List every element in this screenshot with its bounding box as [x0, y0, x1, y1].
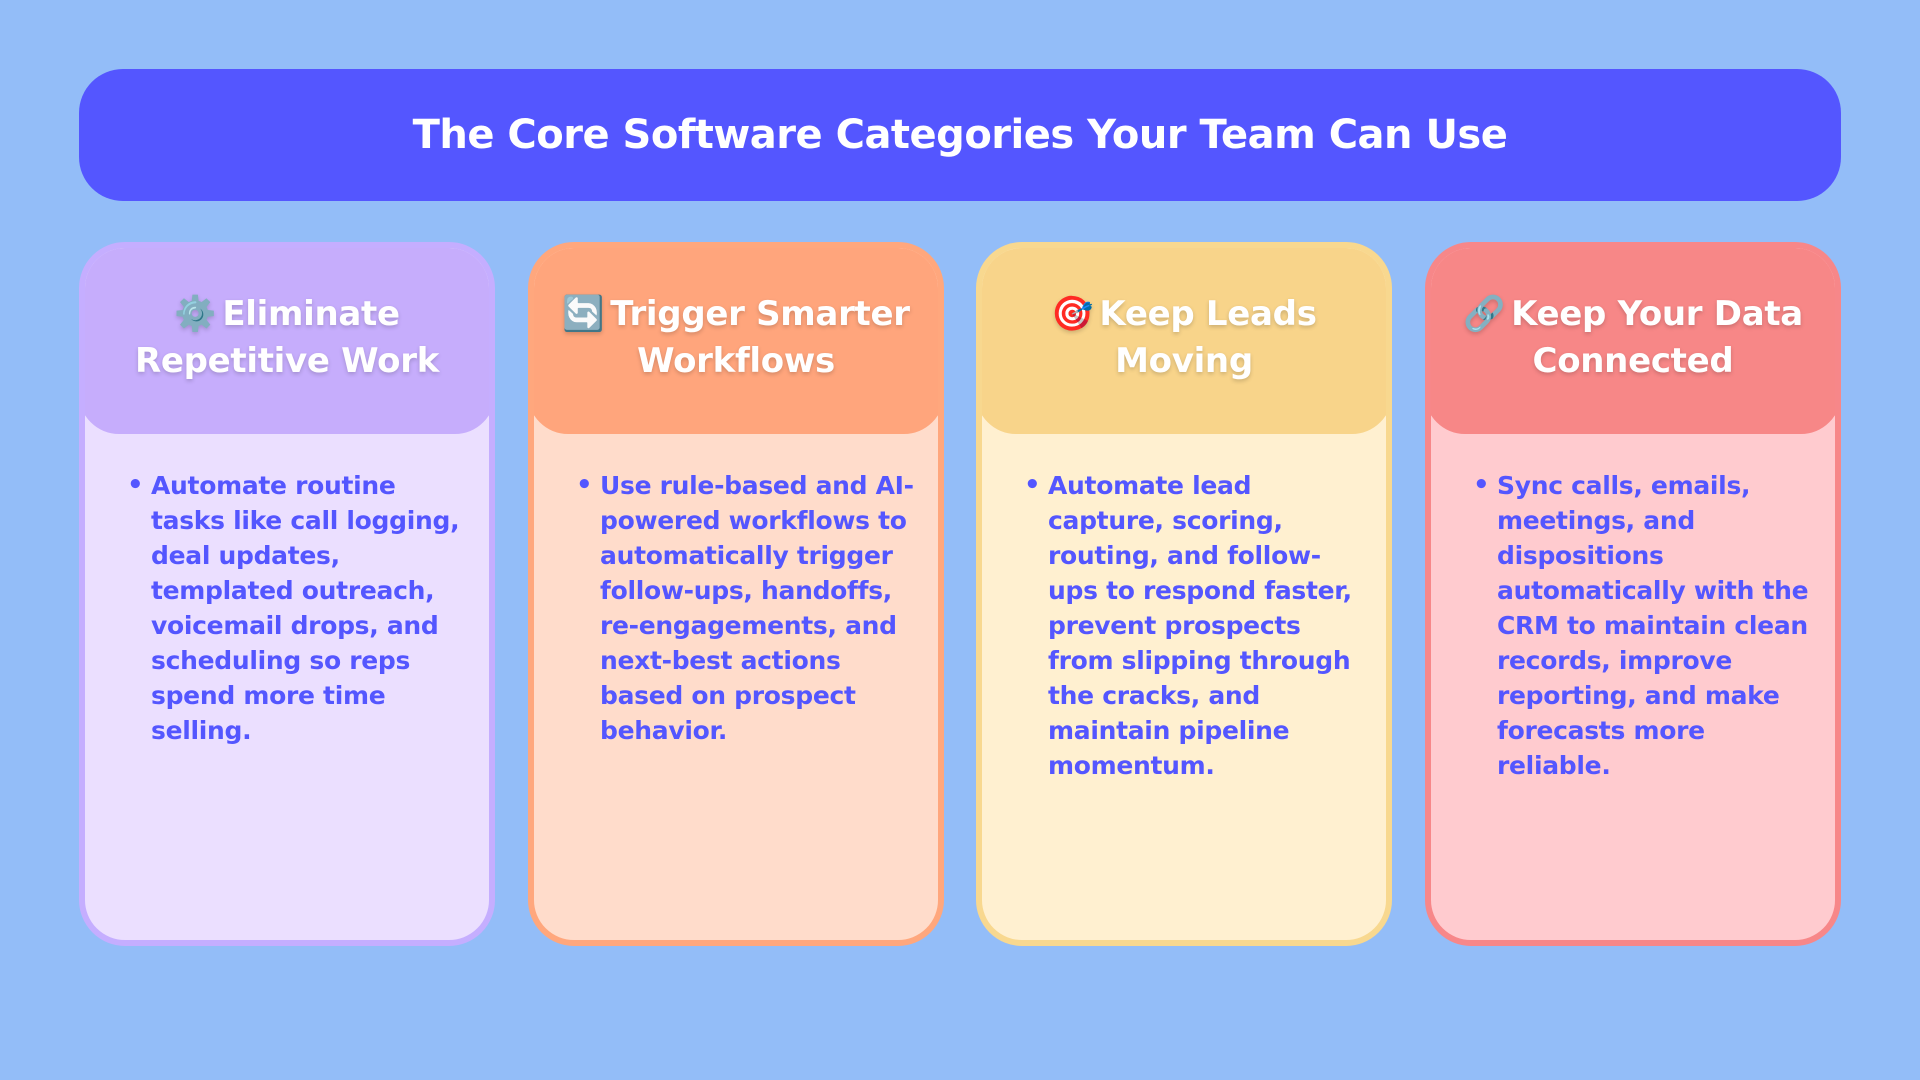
target-icon: 🎯 — [1051, 294, 1094, 334]
list-item: • Automate lead capture, scoring, routin… — [1024, 468, 1362, 783]
card-keep-data-connected: 🔗Keep Your Data Connected • Sync calls, … — [1425, 242, 1841, 946]
card-title: 🔄Trigger Smarter Workflows — [556, 291, 916, 385]
card-keep-leads-moving: 🎯Keep Leads Moving • Automate lead captu… — [976, 242, 1392, 946]
bullet-text: Use rule-based and AI-powered workflows … — [600, 471, 914, 745]
card-eliminate-repetitive-work: ⚙️Eliminate Repetitive Work • Automate r… — [79, 242, 495, 946]
bullet-text: Automate routine tasks like call logging… — [151, 471, 460, 745]
list-item: • Automate routine tasks like call loggi… — [127, 468, 465, 748]
bullet-text: Automate lead capture, scoring, routing,… — [1048, 471, 1352, 780]
bullet-text: Sync calls, emails, meetings, and dispos… — [1497, 471, 1809, 780]
card-header: 🔄Trigger Smarter Workflows — [534, 248, 938, 434]
card-title: 🔗Keep Your Data Connected — [1453, 291, 1813, 385]
card-body: • Use rule-based and AI-powered workflow… — [534, 468, 938, 748]
bullet-dot: • — [576, 470, 593, 500]
card-header: 🔗Keep Your Data Connected — [1431, 248, 1835, 434]
bullet-dot: • — [1024, 470, 1041, 500]
card-title: ⚙️Eliminate Repetitive Work — [107, 291, 467, 385]
title-banner: The Core Software Categories Your Team C… — [79, 69, 1841, 201]
card-title: 🎯Keep Leads Moving — [1004, 291, 1364, 385]
gear-icon: ⚙️ — [174, 294, 217, 334]
category-cards: ⚙️Eliminate Repetitive Work • Automate r… — [79, 242, 1841, 946]
link-icon: 🔗 — [1463, 294, 1506, 334]
card-title-text: Keep Leads Moving — [1099, 294, 1317, 381]
card-title-text: Eliminate Repetitive Work — [134, 294, 440, 381]
card-title-text: Trigger Smarter Workflows — [610, 294, 910, 381]
card-body: • Sync calls, emails, meetings, and disp… — [1431, 468, 1835, 783]
card-trigger-smarter-workflows: 🔄Trigger Smarter Workflows • Use rule-ba… — [528, 242, 944, 946]
list-item: • Use rule-based and AI-powered workflow… — [576, 468, 914, 748]
bullet-dot: • — [1473, 470, 1490, 500]
card-header: 🎯Keep Leads Moving — [982, 248, 1386, 434]
refresh-arrows-icon: 🔄 — [562, 294, 605, 334]
card-body: • Automate routine tasks like call loggi… — [85, 468, 489, 748]
bullet-dot: • — [127, 470, 144, 500]
page-title: The Core Software Categories Your Team C… — [412, 112, 1508, 158]
card-title-text: Keep Your Data Connected — [1511, 294, 1803, 381]
card-body: • Automate lead capture, scoring, routin… — [982, 468, 1386, 783]
card-header: ⚙️Eliminate Repetitive Work — [85, 248, 489, 434]
list-item: • Sync calls, emails, meetings, and disp… — [1473, 468, 1811, 783]
